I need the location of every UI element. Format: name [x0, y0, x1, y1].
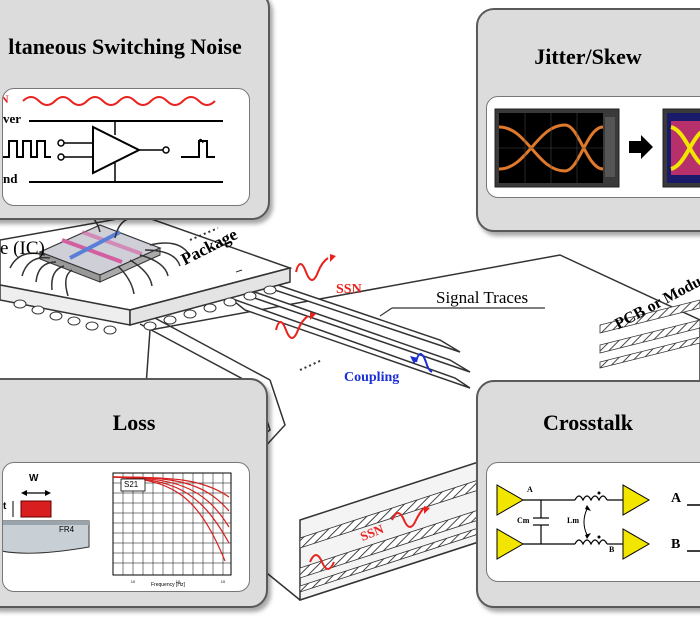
- crosstalk-panel: Crosstalk A B Cm Lm: [476, 380, 700, 608]
- jitter-panel-title: Jitter/Skew: [534, 44, 642, 69]
- crosstalk-a-output-label: A: [671, 491, 682, 506]
- loss-panel-title: Loss: [112, 410, 156, 435]
- loss-panel-body: 10 10 10 W t FR4 S21 Frequency [Hz]: [2, 462, 250, 592]
- jitter-panel: Jitter/Skew: [476, 8, 700, 232]
- fr4-label: FR4: [59, 525, 75, 534]
- receiver-a-icon: [622, 484, 651, 516]
- svg-text:10: 10: [131, 579, 136, 584]
- driver-a-icon: [496, 484, 525, 516]
- coupling-arrow: [410, 353, 433, 373]
- crosstalk-b-input-label: B: [609, 545, 615, 554]
- svg-text:10: 10: [176, 579, 181, 584]
- ssn-noise-wave: [22, 96, 216, 106]
- loss-illustration: 10 10 10: [3, 472, 232, 584]
- s21-label: S21: [124, 480, 139, 489]
- eye-diagrams: [494, 108, 700, 188]
- buffer-symbol: [92, 125, 142, 175]
- board-layer-stripe: [599, 299, 700, 334]
- copper-trace: [20, 500, 52, 518]
- ssn-noise-wave-mid: [275, 312, 316, 339]
- ssn-noise-wave-top: [295, 254, 336, 281]
- signal-traces-leader: [379, 307, 393, 317]
- svg-text:10: 10: [221, 579, 226, 584]
- ground-rail-label: nd: [3, 171, 18, 186]
- crosstalk-b-output-label: B: [671, 537, 681, 552]
- ssn-panel-title: ltaneous Switching Noise: [8, 34, 242, 59]
- jitter-panel-body: [486, 96, 700, 198]
- board-layer-stripe: [599, 336, 700, 369]
- ssn-panel: ltaneous Switching Noise N ver nd: [0, 0, 270, 220]
- crosstalk-panel-body: A B Cm Lm A B: [486, 462, 700, 582]
- crosstalk-circuit: [496, 484, 700, 560]
- s21-xlabel: Frequency [Hz]: [151, 582, 185, 588]
- ic-label: e (IC): [0, 238, 45, 259]
- ssn-circuit: [3, 96, 223, 183]
- ssn-panel-body: N ver nd: [2, 88, 250, 206]
- trace-width-label: W: [29, 473, 39, 484]
- inductor-a: [574, 495, 608, 502]
- crosstalk-a-input-label: A: [527, 485, 533, 494]
- loss-panel: Loss: [0, 378, 268, 608]
- ssn-label-top: SSN: [336, 282, 362, 297]
- mutual-capacitance-label: Cm: [517, 516, 530, 525]
- power-rail-label: ver: [3, 111, 22, 126]
- crosstalk-panel-title: Crosstalk: [542, 410, 634, 435]
- mutual-inductance-label: Lm: [567, 516, 579, 525]
- arrow-right-icon: [629, 135, 653, 159]
- ssn-noise-label: N: [3, 92, 9, 107]
- ssn-noise-wave-bottom: [309, 506, 430, 570]
- fr4-substrate: [3, 520, 90, 554]
- trace-thickness-label: t: [3, 501, 7, 512]
- driver-b-icon: [496, 528, 525, 560]
- receiver-b-icon: [622, 528, 651, 560]
- input-pulse-train: [3, 140, 51, 158]
- package: [0, 211, 323, 371]
- board-layer-stripe: [599, 319, 700, 354]
- inductor-b: [574, 539, 608, 546]
- signal-traces-label: Signal Traces: [436, 288, 529, 307]
- output-pulse: [181, 140, 215, 158]
- coupling-label: Coupling: [344, 370, 400, 385]
